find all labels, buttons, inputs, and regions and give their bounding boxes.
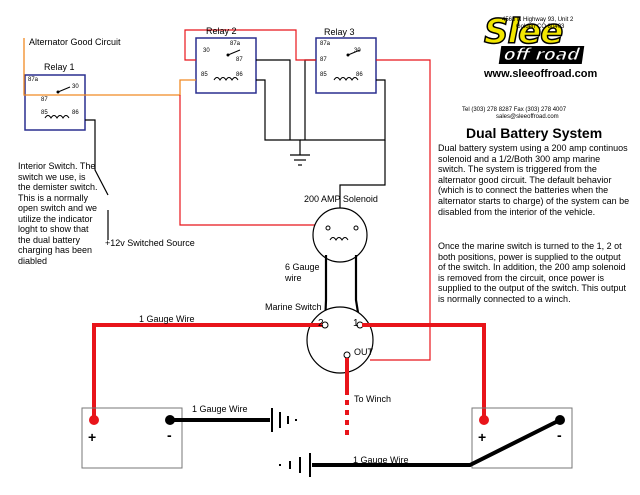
alternator-wire [23,38,196,96]
battery-left-negative-sign: - [167,427,172,443]
relay-1-pin-85: 85 [41,110,48,116]
switch-output-label: OUT [354,347,373,357]
marine-switch [306,306,374,374]
one-gauge-label-mid: 1 Gauge Wire [192,404,248,414]
relay-3-pin-86: 86 [356,72,363,78]
relay-1-pin-87: 87 [41,97,48,103]
address-line-2: Golden CO 80403 [516,24,565,30]
diagram-title: Dual Battery System [466,125,603,141]
relay-3-pin-87: 87 [320,57,327,63]
battery-left-positive-sign: + [88,429,97,445]
description-paragraph-2: Once the marine switch is turned to the … [438,241,626,304]
email[interactable]: sales@sleeoffroad.com [496,114,559,120]
relay-3-label: Relay 3 [324,27,355,37]
battery-left [81,407,183,469]
solenoid-label: 200 AMP Solenoid [304,194,378,204]
switch-position-1: 1 [353,318,359,329]
logo-text-slee: Slee [483,12,564,52]
relay-2-label: Relay 2 [206,26,237,36]
battery-right [471,407,573,469]
alternator-label: Alternator Good Circuit [29,37,121,47]
ground-symbol-bottom [279,453,311,477]
relay-2-pin-86: 86 [236,72,243,78]
address-line-1: 4565 N Highway 93, Unit 2 [502,17,574,23]
relay-2-pin-85: 85 [201,72,208,78]
solenoid [312,207,368,263]
one-gauge-label-bottom: 1 Gauge Wire [353,455,409,465]
relay-2 [195,37,257,94]
interior-switch-note: Interior Switch. The switch we use, is t… [18,161,98,266]
relay-3-pin-85: 85 [320,72,327,78]
relay-1 [24,74,86,131]
switched-source-label: +12v Switched Source [105,238,195,248]
description-paragraph-1: Dual battery system using a 200 amp cont… [438,143,630,217]
company-logo: Slee off road [478,12,596,68]
to-winch-label: To Winch [354,394,392,404]
six-gauge-label: 6 Gauge wire [285,262,320,283]
battery-right-negative-sign: - [557,427,562,443]
one-gauge-red-wires [92,323,486,420]
one-gauge-black-wires [170,418,561,467]
switch-position-2: 2 [318,318,324,329]
relay-2-pin-87a: 87a [230,41,241,47]
battery-right-positive-sign: + [478,429,487,445]
ground-symbol-mid [271,408,297,432]
relay-1-pin-86: 86 [72,110,79,116]
relay-1-pin-30: 30 [72,84,79,90]
relay-2-pin-30: 30 [203,48,210,54]
website[interactable]: www.sleeoffroad.com [484,68,598,80]
logo-text-offroad: off road [498,45,585,66]
red-control-wires [179,29,431,361]
relay-3-pin-87a: 87a [320,41,331,47]
relay-1-label: Relay 1 [44,62,75,72]
relay-3-pin-30: 30 [354,48,361,54]
phone-fax: Tel (303) 278 8287 Fax (303) 278 4007 [462,107,567,113]
one-gauge-label-top: 1 Gauge Wire [139,314,195,324]
relay-3 [315,37,377,94]
relay-1-pin-87a: 87a [28,77,39,83]
relay-2-pin-87: 87 [236,57,243,63]
marine-switch-label: Marine Switch [265,302,322,312]
